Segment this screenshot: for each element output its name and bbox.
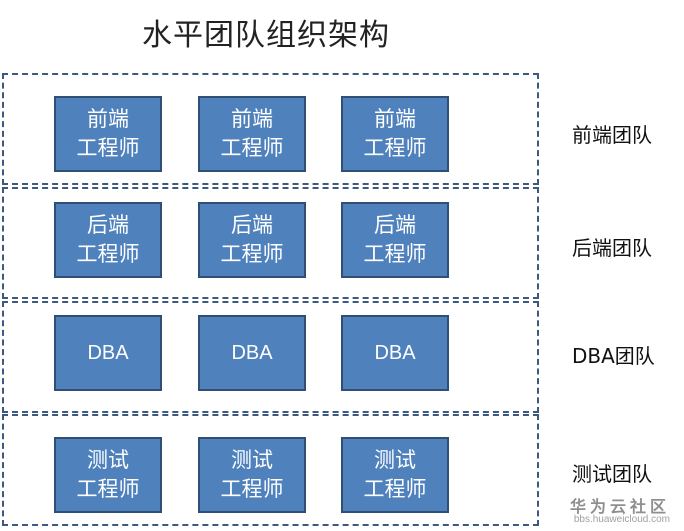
watermark-brand: 华为云社区 <box>569 497 670 516</box>
box-line1: DBA <box>374 341 416 364</box>
box-line2: 工程师 <box>220 136 284 160</box>
team-row-frontend <box>2 73 539 185</box>
box-line1: 前端 <box>374 107 416 131</box>
box-line1: 后端 <box>374 213 416 237</box>
engineer-box: 测试 工程师 <box>198 437 306 513</box>
engineer-box: 后端 工程师 <box>54 202 162 278</box>
dba-box: DBA <box>198 315 306 391</box>
box-line2: 工程师 <box>363 136 427 160</box>
engineer-box: 测试 工程师 <box>341 437 449 513</box>
box-line1: 测试 <box>231 448 273 472</box>
dba-box: DBA <box>54 315 162 391</box>
box-line2: 工程师 <box>76 242 140 266</box>
team-label-frontend: 前端团队 <box>572 123 652 147</box>
box-line1: 测试 <box>87 448 129 472</box>
box-line1: DBA <box>231 341 273 364</box>
box-line1: DBA <box>87 341 129 364</box>
engineer-box: 后端 工程师 <box>198 202 306 278</box>
engineer-box: 测试 工程师 <box>54 437 162 513</box>
box-line1: 前端 <box>87 107 129 131</box>
box-line2: 工程师 <box>220 477 284 501</box>
engineer-box: 前端 工程师 <box>198 96 306 172</box>
team-row-backend <box>2 187 539 299</box>
box-line2: 工程师 <box>76 136 140 160</box>
box-line2: 工程师 <box>220 242 284 266</box>
box-line2: 工程师 <box>76 477 140 501</box>
team-label-dba: DBA团队 <box>572 344 655 368</box>
box-line2: 工程师 <box>363 242 427 266</box>
team-row-dba <box>2 301 539 413</box>
watermark-url: bbs.huaweicloud.com <box>573 514 670 525</box>
box-line1: 后端 <box>87 213 129 237</box>
diagram-title: 水平团队组织架构 <box>142 18 390 53</box>
team-label-backend: 后端团队 <box>572 236 652 260</box>
box-line1: 前端 <box>231 107 273 131</box>
box-line1: 测试 <box>374 448 416 472</box>
engineer-box: 前端 工程师 <box>341 96 449 172</box>
engineer-box: 后端 工程师 <box>341 202 449 278</box>
team-row-test <box>2 414 539 526</box>
dba-box: DBA <box>341 315 449 391</box>
box-line2: 工程师 <box>363 477 427 501</box>
box-line1: 后端 <box>231 213 273 237</box>
team-label-test: 测试团队 <box>572 462 652 486</box>
engineer-box: 前端 工程师 <box>54 96 162 172</box>
